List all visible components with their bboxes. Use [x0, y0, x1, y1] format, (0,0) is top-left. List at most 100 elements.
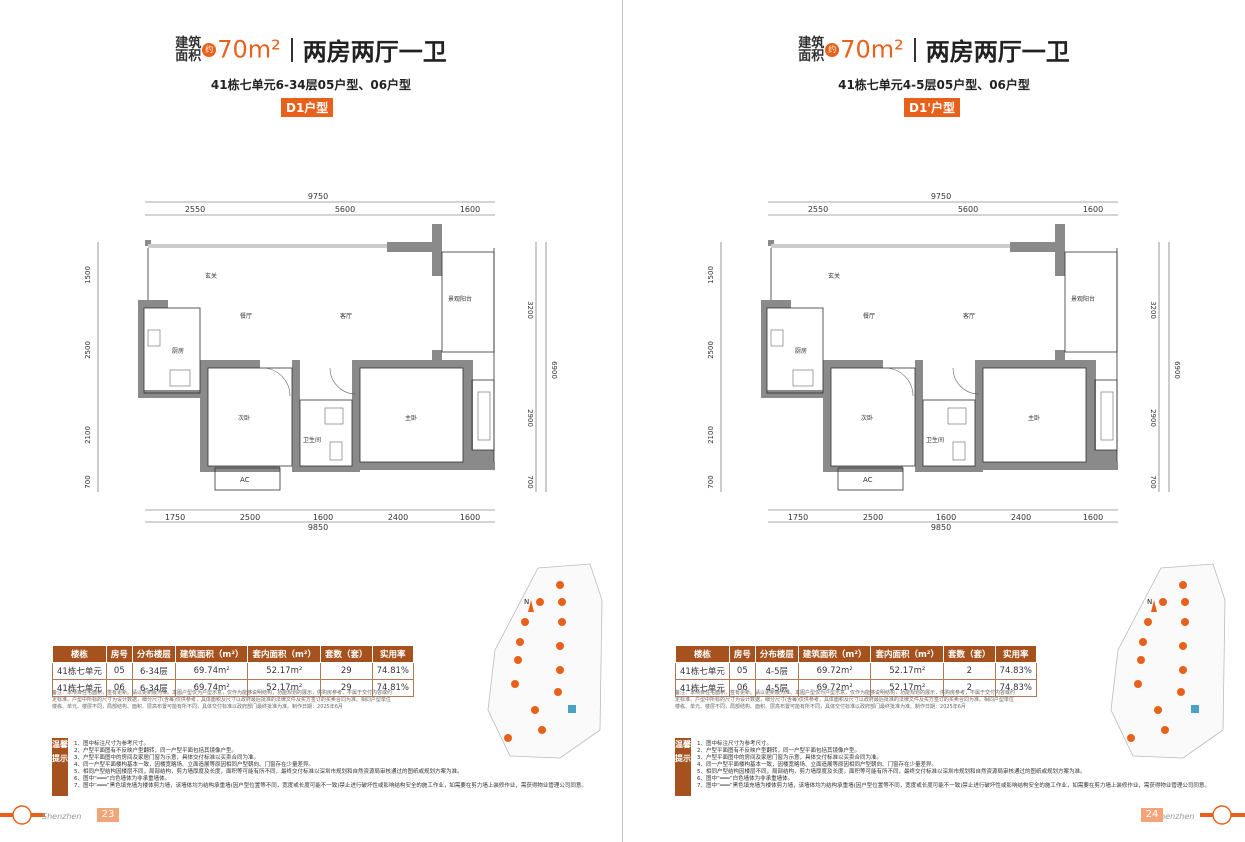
dim-right: 2900 [1149, 409, 1157, 427]
room-dining: 餐厅 [240, 312, 252, 320]
tip-line: 5、相同户型结构因楼层不同，局部结构，剪力墙厚度及长度，面积等可能有所不同，最终… [74, 769, 463, 775]
area-value: 70m² [840, 35, 904, 64]
tip-line: 6、图中“━━━”白色墙体为非承重墙体。 [74, 776, 171, 782]
dim-left: 700 [707, 475, 715, 488]
dim-top: 2550 [808, 205, 828, 214]
tips-tag: 温馨提示 [52, 738, 68, 796]
unit-type-badge: D1户型 [281, 98, 334, 117]
dim-top-total: 9750 [931, 192, 951, 201]
dimension-lines [720, 201, 1170, 523]
dim-left: 2100 [707, 426, 715, 444]
walls [138, 224, 495, 472]
dim-right: 3200 [526, 301, 534, 319]
dim-bottom: 2400 [1011, 513, 1031, 522]
room-dining: 餐厅 [863, 312, 875, 320]
floor-plan: 9750 2550 5600 1600 1750 2500 1600 2400 … [84, 192, 558, 530]
room-bedroom2: 次卧 [861, 414, 873, 422]
about-badge: 约 [202, 42, 217, 57]
dim-right: 700 [1149, 475, 1157, 488]
title-label: 建筑面积 [175, 35, 202, 64]
tip-line: 7、图中“━━━”黑色填充墙为楼体剪力墙，该墙体均为结构承重墙(因户型位置等不同… [74, 783, 587, 789]
dim-bottom: 1600 [460, 513, 480, 522]
site-map: N [487, 563, 603, 759]
unit-description: 41栋七单元6-34层05户型、06户型 [210, 78, 412, 92]
dim-bottom-total: 9850 [308, 523, 328, 530]
tip-line: 5、相同户型结构因楼层不同，局部结构，剪力墙厚度及长度，面积等可能有所不同，最终… [697, 769, 1086, 775]
room-balcony: 景观阳台 [1071, 295, 1095, 303]
fixtures [147, 329, 491, 461]
dim-top-total: 9750 [308, 192, 328, 201]
thin-walls [766, 248, 1118, 491]
dim-left: 1500 [707, 266, 715, 284]
tip-line: 3、户型平面图中的房间及家居门窗为示意，具体交付标准以买卖合同为准。 [697, 755, 883, 761]
site-map: N [1110, 563, 1226, 759]
dim-right: 3200 [1149, 301, 1157, 319]
brand-script: Shenzhen [42, 812, 81, 821]
title-label: 建筑面积 [798, 35, 825, 64]
dim-top: 2550 [185, 205, 205, 214]
room-foyer: 玄关 [828, 272, 840, 280]
tip-line: 6、图中“━━━”白色墙体为非承重墙体。 [697, 776, 794, 782]
room-master: 主卧 [1028, 414, 1040, 422]
tip-line: 1、图中标注尺寸为参考尺寸。 [697, 741, 773, 747]
walls [761, 224, 1118, 472]
thin-walls [143, 248, 495, 491]
dim-right: 2900 [526, 409, 534, 427]
floor-plan: 9750 2550 5600 1600 1750 2500 1600 2400 … [707, 192, 1181, 530]
tip-line: 2、户型平面图有不反映户型翻转，同一户型平面包括其镜像户型。 [74, 748, 238, 754]
room-master: 主卧 [405, 414, 417, 422]
footer-band: Shenzhen [0, 805, 81, 825]
room-bedroom2: 次卧 [238, 414, 250, 422]
highlight-marker [1191, 705, 1199, 713]
page-number: 23 [97, 808, 119, 822]
dim-right: 700 [526, 475, 534, 488]
dim-left: 2500 [84, 341, 92, 359]
brand-script: Shenzhen [1155, 812, 1194, 821]
highlight-marker [568, 705, 576, 713]
dim-bottom: 1750 [788, 513, 808, 522]
dim-right-total: 6900 [1173, 361, 1181, 379]
tips-box: 温馨提示 1、图中标注尺寸为参考尺寸。 2、户型平面图有不反映户型翻转，同一户型… [52, 738, 612, 798]
tip-line: 2、户型平面图有不反映户型翻转，同一户型平面包括其镜像户型。 [697, 748, 861, 754]
compass-label: N [1147, 598, 1152, 606]
area-value: 70m² [217, 35, 281, 64]
room-kitchen: 厨房 [172, 347, 184, 355]
room-kitchen: 厨房 [795, 347, 807, 355]
dim-right-total: 6900 [550, 361, 558, 379]
room-foyer: 玄关 [205, 272, 217, 280]
unit-description: 41栋七单元4-5层05户型、06户型 [838, 78, 1030, 92]
logo-icon [1212, 805, 1232, 825]
fixtures [770, 329, 1114, 461]
dim-left: 700 [84, 475, 92, 488]
compass-label: N [524, 598, 529, 606]
dim-left: 2500 [707, 341, 715, 359]
room-bath: 卫生间 [926, 436, 944, 444]
dim-bottom: 2500 [863, 513, 883, 522]
footer-band: Shenzhen [1155, 805, 1245, 825]
tip-line: 3、户型平面图中的房间及家居门窗为示意，具体交付标准以买卖合同为准。 [74, 755, 260, 761]
tips-box: 温馨提示 1、图中标注尺寸为参考尺寸。 2、户型平面图有不反映户型翻转，同一户型… [675, 738, 1235, 798]
tip-line: 4、同一户型平面楼构基本一致，因楼宽略场、立面造展等原因相同户型朝向、门窗存在少… [697, 762, 938, 768]
dim-left: 2100 [84, 426, 92, 444]
unit-table: 楼栋 房号 分布楼层 建筑面积（m²） 套内面积（m²） 套数（套） 实用率 4… [52, 645, 414, 697]
page-number: 24 [1141, 808, 1163, 822]
tips-tag: 温馨提示 [675, 738, 691, 796]
room-balcony: 景观阳台 [448, 295, 472, 303]
tip-line: 1、图中标注尺寸为参考尺寸。 [74, 741, 150, 747]
room-config: 两房两厅一卫 [302, 38, 447, 66]
building-markers [504, 581, 566, 742]
footnote: 备注：本项目住宅面积，签有更新。请以更新版为准。本图户型仅为户型示意，仅作为能够… [675, 690, 1016, 710]
dim-top: 5600 [958, 205, 978, 214]
room-config: 两房两厅一卫 [925, 38, 1070, 66]
logo-icon [12, 805, 32, 825]
dim-bottom-total: 9850 [931, 523, 951, 530]
page-gutter [621, 0, 624, 842]
dim-bottom: 1750 [165, 513, 185, 522]
room-living: 客厅 [340, 312, 352, 320]
